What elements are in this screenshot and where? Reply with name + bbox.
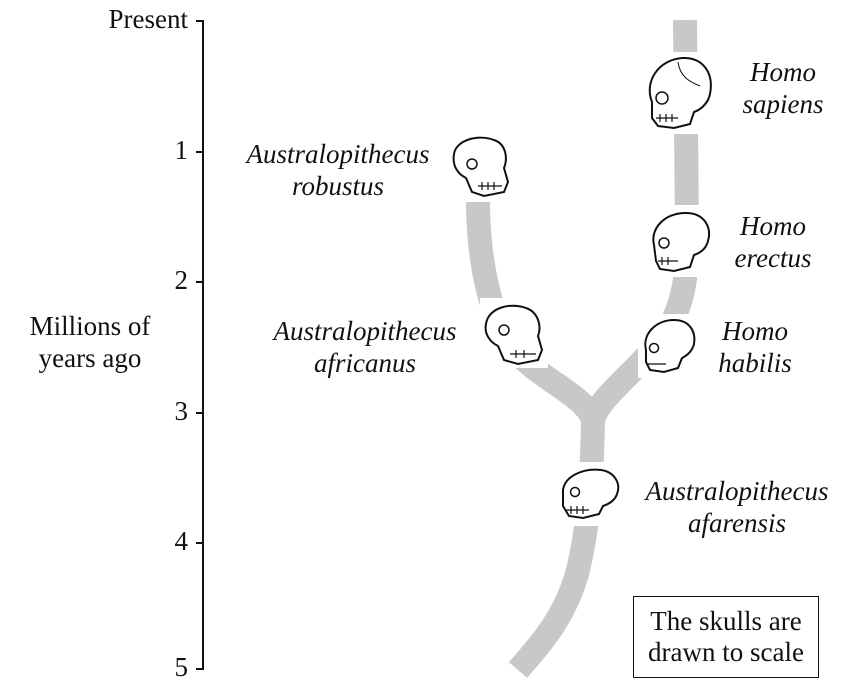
- skull-icon: [638, 52, 716, 134]
- label-homo-erectus: Homo erectus: [718, 210, 828, 274]
- species-label: habilis: [700, 347, 810, 379]
- axis-title-line2: years ago: [10, 342, 170, 374]
- trunk-branch: [518, 420, 593, 670]
- label-homo-habilis: Homo habilis: [700, 315, 810, 379]
- genus-label: Homo: [718, 210, 828, 242]
- genus-label: Australopithecus: [624, 475, 850, 507]
- tick-label-2: 2: [88, 265, 188, 296]
- label-australopithecus-africanus: Australopithecus africanus: [250, 315, 480, 379]
- genus-label: Australopithecus: [250, 315, 480, 347]
- scale-note-line2: drawn to scale: [634, 637, 818, 668]
- tick-5: [196, 668, 204, 670]
- tick-present: [196, 20, 204, 22]
- genus-label: Homo: [700, 315, 810, 347]
- axis-title-line1: Millions of: [10, 310, 170, 342]
- species-label: africanus: [250, 347, 480, 379]
- label-homo-sapiens: Homo sapiens: [728, 56, 838, 120]
- label-australopithecus-robustus: Australopithecus robustus: [218, 138, 458, 202]
- axis-title: Millions of years ago: [10, 310, 170, 374]
- skull-icon: [644, 205, 716, 277]
- skull-icon: [480, 298, 548, 368]
- scale-note: The skulls are drawn to scale: [633, 596, 819, 678]
- species-label: sapiens: [728, 88, 838, 120]
- tick-4: [196, 542, 204, 544]
- skull-icon: [638, 314, 700, 378]
- tick-2: [196, 281, 204, 283]
- scale-note-line1: The skulls are: [634, 606, 818, 637]
- tick-label-5: 5: [88, 652, 188, 683]
- genus-label: Homo: [728, 56, 838, 88]
- tick-label-1: 1: [88, 135, 188, 166]
- species-label: afarensis: [624, 507, 850, 539]
- species-label: robustus: [218, 170, 458, 202]
- genus-label: Australopithecus: [218, 138, 458, 170]
- label-australopithecus-afarensis: Australopithecus afarensis: [624, 475, 850, 539]
- tick-label-present: Present: [88, 4, 188, 35]
- tick-label-4: 4: [88, 526, 188, 557]
- species-label: erectus: [718, 242, 828, 274]
- tick-1: [196, 151, 204, 153]
- time-axis: [202, 20, 204, 670]
- tick-3: [196, 412, 204, 414]
- skull-icon: [555, 462, 627, 526]
- tick-label-3: 3: [88, 396, 188, 427]
